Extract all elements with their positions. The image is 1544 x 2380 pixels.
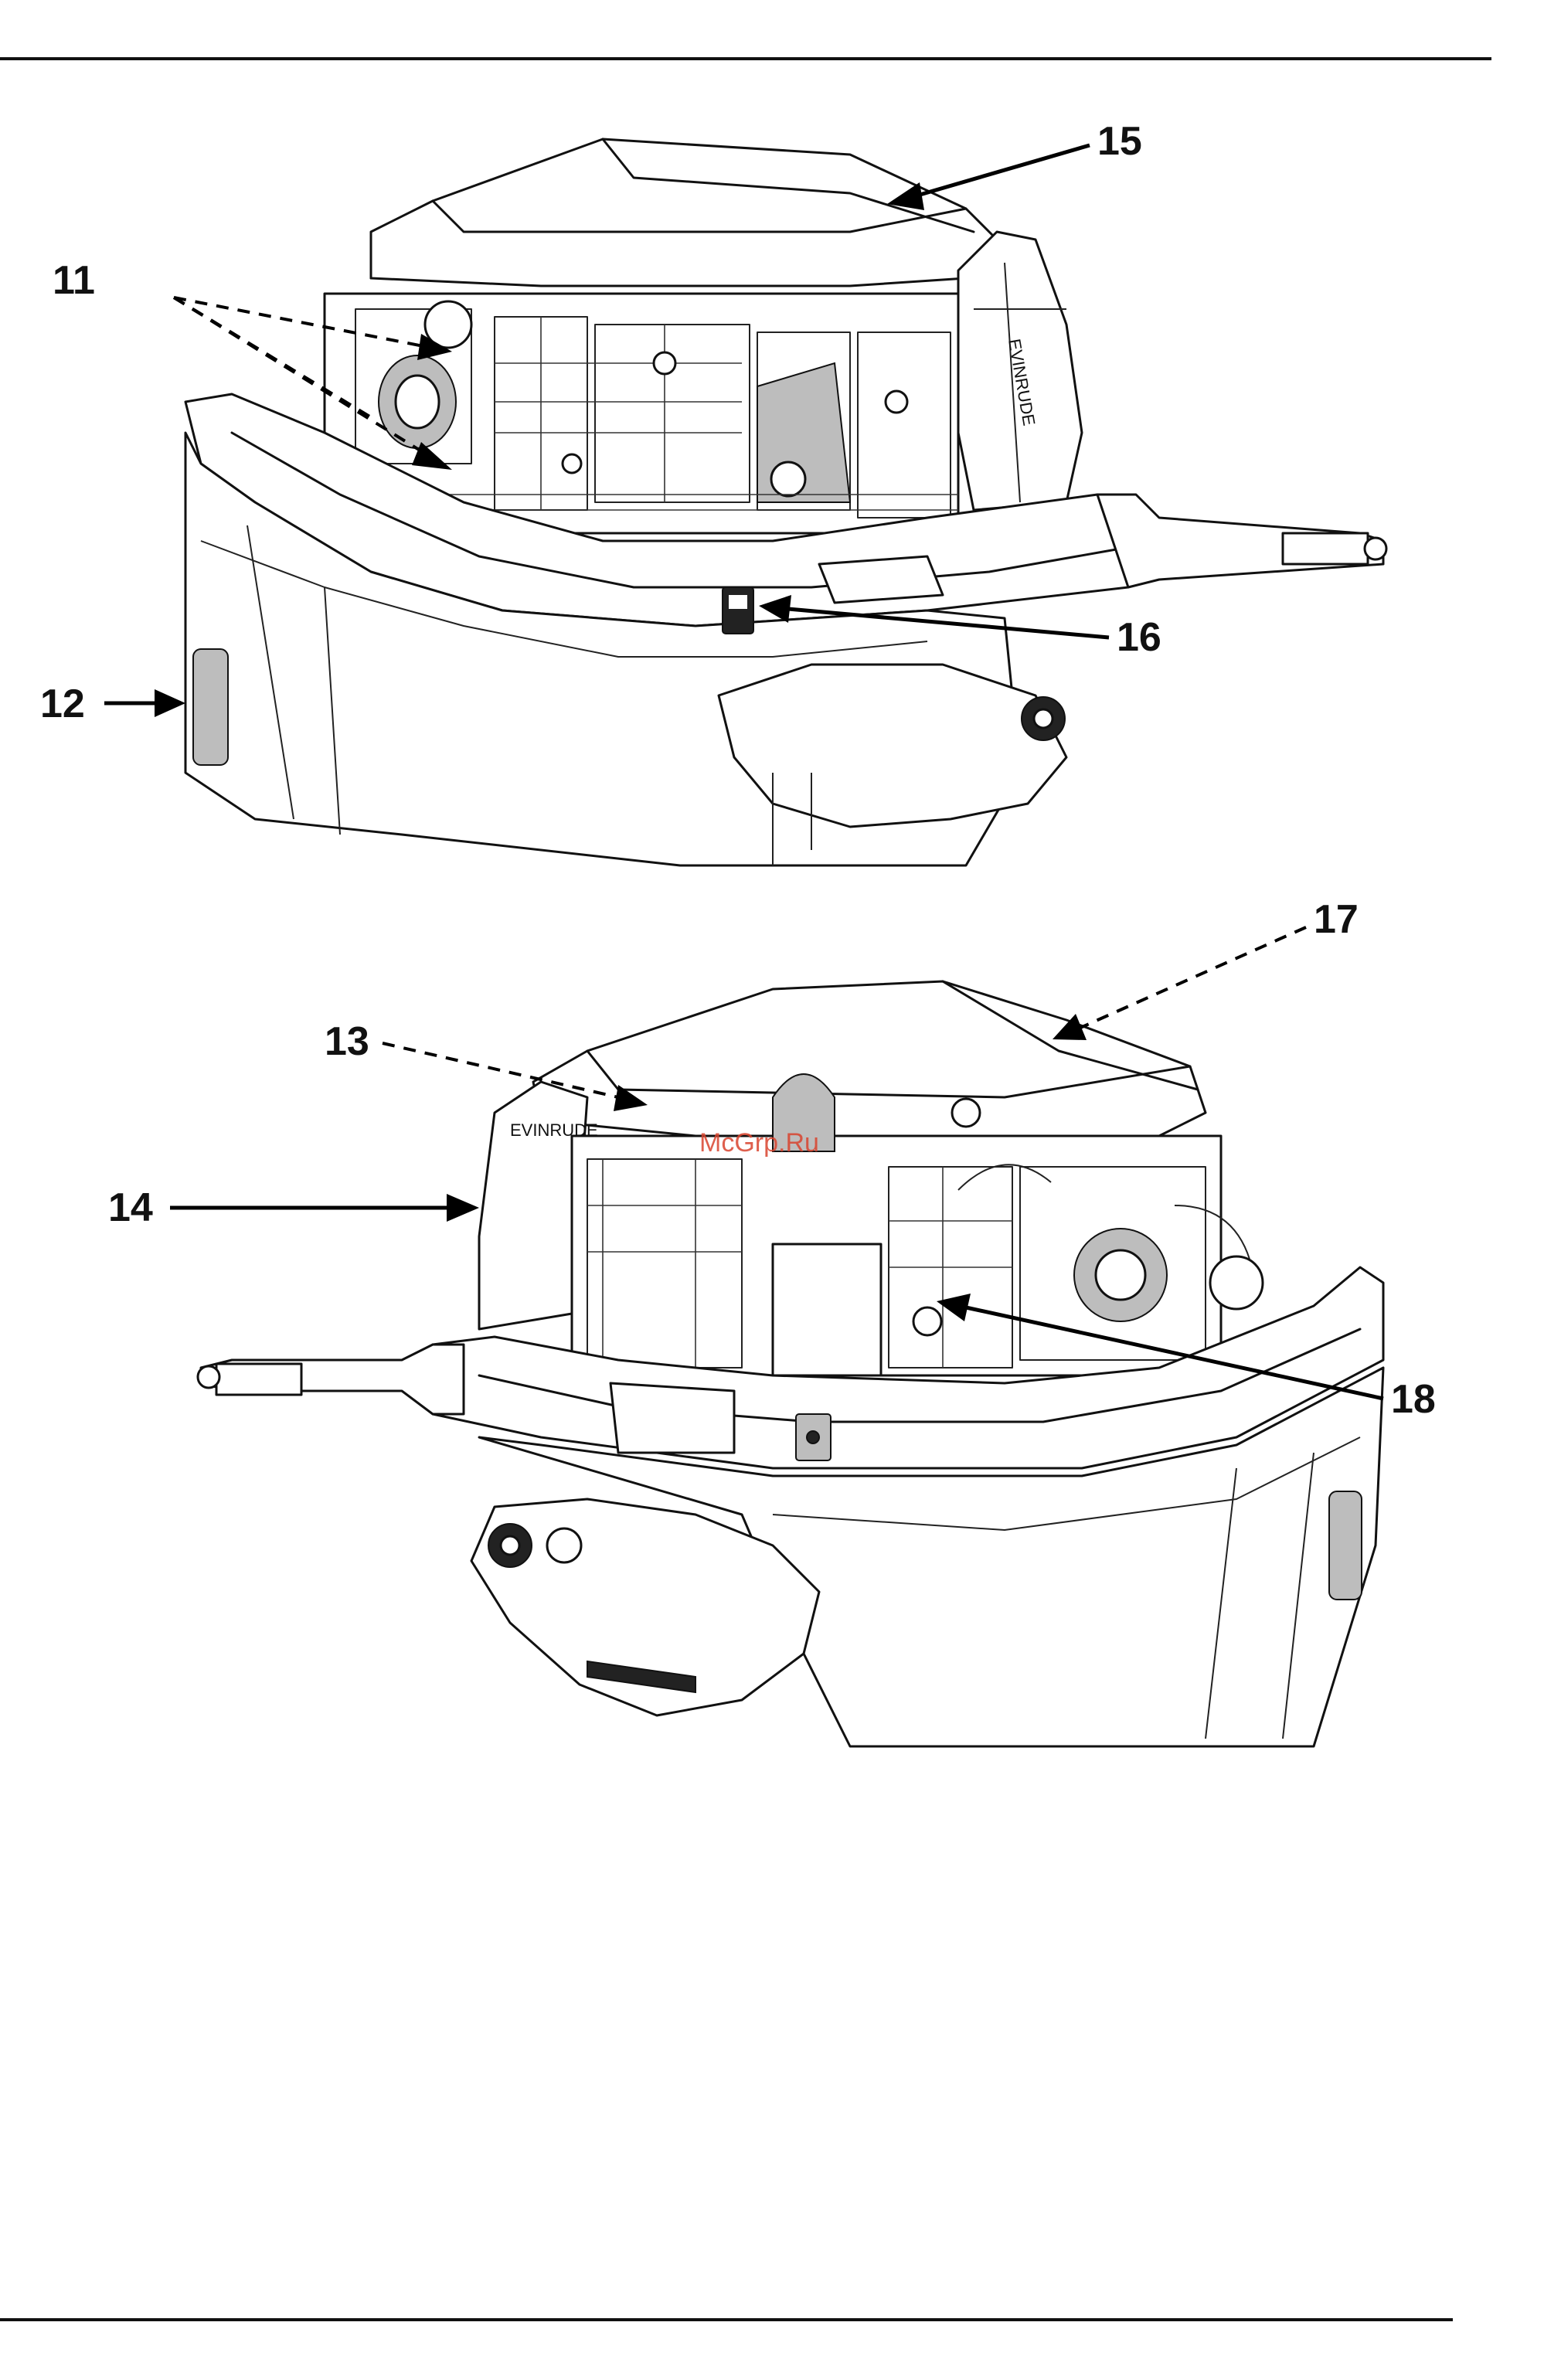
footer-rule — [0, 2318, 1453, 2321]
bottom-motor-illustration: EVINRUDE — [198, 981, 1383, 1746]
callout-15: 15 — [1097, 119, 1142, 164]
callout-17: 17 — [1314, 897, 1359, 942]
callout-13: 13 — [325, 1019, 369, 1064]
callout-12: 12 — [40, 682, 85, 726]
callout-14: 14 — [108, 1185, 153, 1230]
top-motor-illustration: EVINRUDE — [185, 139, 1386, 865]
callout-11: 11 — [53, 258, 95, 303]
callout-16: 16 — [1117, 615, 1161, 660]
callout-18: 18 — [1391, 1377, 1436, 1422]
watermark: McGrp.Ru — [699, 1128, 819, 1158]
